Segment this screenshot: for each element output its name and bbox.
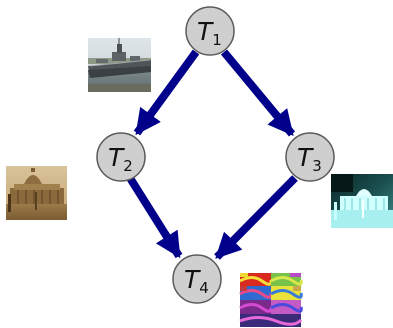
- node-t2: T2: [96, 132, 146, 182]
- sepia-basilica-photo: [6, 166, 67, 220]
- node-t3-letter: T: [297, 143, 314, 172]
- node-t4-letter: T: [184, 265, 201, 294]
- false-color-tiles: [239, 273, 303, 327]
- edge-t1-to-t3: [220, 49, 296, 137]
- node-t4-index: 4: [199, 279, 209, 297]
- edge-t1-to-t2: [133, 49, 200, 136]
- node-t1-circle: [185, 6, 235, 56]
- svg-text:T3: T3: [297, 143, 322, 175]
- node-t2-letter: T: [108, 143, 125, 172]
- node-t1: T1: [185, 6, 235, 56]
- node-t4-circle: [172, 254, 222, 304]
- svg-text:T2: T2: [108, 143, 133, 175]
- node-t3-circle: [285, 132, 335, 182]
- node-t4: T4: [172, 254, 222, 304]
- node-t1-index: 1: [212, 31, 222, 49]
- svg-text:T4: T4: [184, 265, 209, 297]
- edge-t2-to-t4: [126, 175, 183, 259]
- edge-t3-to-t4: [214, 175, 298, 260]
- battleship-photo: [88, 38, 151, 92]
- svg-text:T1: T1: [197, 17, 222, 49]
- node-t2-circle: [96, 132, 146, 182]
- inverted-cyan-photo: [331, 174, 393, 228]
- edges-group: [126, 49, 298, 260]
- node-t2-index: 2: [123, 157, 133, 175]
- node-t3-index: 3: [312, 157, 322, 175]
- node-t3: T3: [285, 132, 335, 182]
- node-t1-letter: T: [197, 17, 214, 46]
